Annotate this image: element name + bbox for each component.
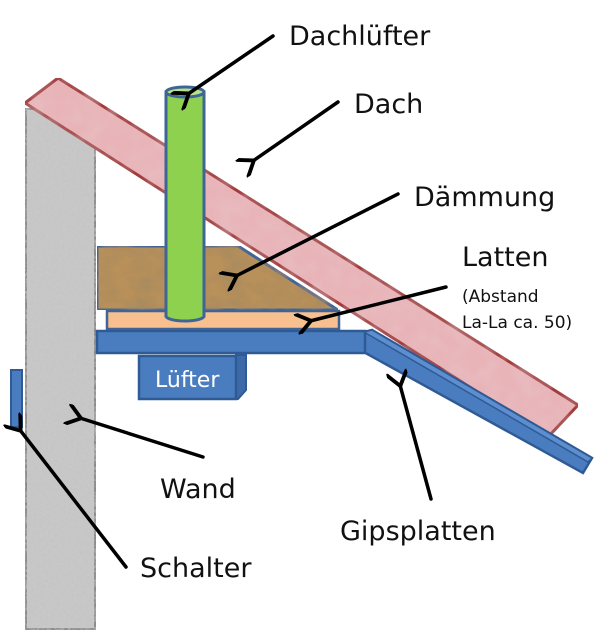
roof — [22, 76, 581, 439]
label-schalter: Schalter — [140, 553, 252, 584]
fan-box-front — [137, 354, 238, 401]
batten-strip — [105, 309, 341, 331]
wall — [23, 106, 98, 632]
arrow-dachluefter — [188, 34, 275, 94]
fan-box-side — [235, 354, 247, 400]
fan-box: Lüfter — [137, 354, 247, 401]
switch — [10, 369, 23, 428]
arrow-wand — [80, 418, 205, 459]
label-daemmung: Dämmung — [414, 182, 555, 213]
battens — [105, 309, 341, 331]
label-dachluefter: Dachlüfter — [289, 21, 431, 52]
plasterboard-sloped-top — [362, 329, 594, 463]
wall-body — [23, 106, 98, 632]
arrow-latten — [310, 285, 448, 321]
roof-slab — [22, 76, 581, 439]
labels: Dachlüfter Dach Dämmung Latten (Abstand … — [140, 21, 572, 584]
label-gipsplatten: Gipsplatten — [340, 516, 496, 547]
label-luefter: Lüfter — [155, 368, 220, 393]
switch-body — [10, 369, 23, 428]
label-dach: Dach — [354, 89, 423, 120]
vent-pipe — [164, 85, 206, 323]
arrow-dach — [253, 100, 340, 161]
plasterboard-ceiling — [95, 329, 367, 355]
arrow-schalter — [20, 430, 128, 569]
label-wand: Wand — [160, 474, 236, 505]
arrow-daemmung — [236, 192, 400, 276]
label-latten-note-1: (Abstand — [462, 287, 539, 307]
vent-pipe-body — [164, 90, 206, 318]
plasterboard — [95, 328, 594, 475]
arrows — [20, 34, 448, 569]
arrow-gipsplatten — [400, 385, 433, 501]
label-latten-note-2: La-La ca. 50) — [462, 313, 572, 333]
label-latten: Latten — [462, 242, 548, 273]
